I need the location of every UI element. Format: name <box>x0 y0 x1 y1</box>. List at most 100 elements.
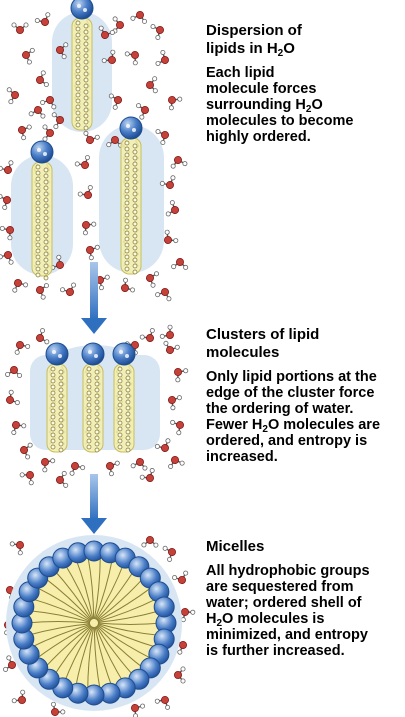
water-molecule-icon <box>69 462 86 476</box>
water-molecule-icon <box>174 666 186 684</box>
water-molecule-icon <box>6 87 19 105</box>
micelle-tail <box>30 623 91 649</box>
micelle <box>6 535 182 711</box>
water-molecule-icon <box>0 225 14 241</box>
lipid-headgroup-icon <box>119 116 143 140</box>
micelle-tail <box>93 626 101 691</box>
water-molecule-icon <box>159 175 176 189</box>
lipid-headgroup-icon <box>153 596 175 618</box>
caption-dispersion: Dispersion of lipids in H2O Each lipid m… <box>206 22 405 145</box>
water-molecule-icon <box>83 130 100 144</box>
down-arrow-icon <box>81 262 107 334</box>
water-molecule-icon <box>162 545 176 562</box>
water-molecule-icon <box>11 22 29 34</box>
lipid-tail <box>46 363 68 453</box>
water-molecule-icon <box>146 271 160 288</box>
caption-micelles-title: Micelles <box>206 538 265 555</box>
water-molecule-icon <box>36 70 49 88</box>
water-molecule-icon <box>36 283 49 300</box>
water-molecule-icon <box>146 76 158 94</box>
water-molecule-icon <box>77 185 93 199</box>
lipid-molecule <box>45 342 69 453</box>
lipid-molecule <box>30 140 54 281</box>
lipid-molecule <box>70 0 94 131</box>
caption-micelles: Micelles All hydrophobic groups are sequ… <box>206 538 405 659</box>
water-molecule-icon <box>11 421 27 436</box>
water-molecule-icon <box>171 258 189 270</box>
caption-dispersion-title: Dispersion of lipids in H2O <box>206 22 302 59</box>
down-arrow-icon <box>81 474 107 534</box>
water-molecules <box>0 11 196 717</box>
water-molecule-icon <box>172 570 189 584</box>
water-molecule-icon <box>155 49 169 66</box>
water-molecule-icon <box>106 460 120 477</box>
water-molecule-icon <box>28 106 46 119</box>
caption-micelles-body: All hydrophobic groups are sequestered f… <box>206 563 370 659</box>
water-molecule-icon <box>86 244 100 261</box>
micelle-tail <box>96 576 145 621</box>
micelle-tail <box>97 597 158 623</box>
water-molecule-icon <box>168 395 182 411</box>
water-molecule-icon <box>98 25 115 39</box>
water-molecule-icon <box>170 156 188 169</box>
water-molecule-icon <box>155 129 169 146</box>
micelle-tail <box>96 625 145 670</box>
water-molecule-icon <box>130 458 148 471</box>
water-molecule-icon <box>112 16 124 34</box>
water-molecule-icon <box>141 536 159 548</box>
micelle-tail <box>43 625 92 670</box>
lipid-headgroup-icon <box>30 140 54 164</box>
water-molecule-icon <box>170 419 184 436</box>
lipid-tail <box>31 161 53 277</box>
water-molecule-icon <box>19 471 34 486</box>
micelle-tail <box>35 624 91 660</box>
water-molecule-icon <box>18 124 32 141</box>
lipid-headgroup-icon <box>70 0 94 20</box>
caption-clusters: Clusters of lipid molecules Only lipid p… <box>206 326 405 465</box>
caption-dispersion-body: Each lipid molecule forces surrounding H… <box>206 65 354 145</box>
water-molecule-icon <box>155 288 172 302</box>
lipid-headgroup-icon <box>81 342 105 366</box>
water-molecule-icon <box>108 93 122 110</box>
water-molecule-icon <box>0 160 14 174</box>
water-molecule-icon <box>60 282 77 296</box>
water-molecule-icon <box>56 42 69 60</box>
water-molecule-icon <box>106 136 124 148</box>
water-molecule-icon <box>82 221 97 236</box>
water-molecule-icon <box>56 470 69 488</box>
water-molecule-icon <box>5 366 23 379</box>
micelle-tail <box>93 555 101 620</box>
water-molecule-icon <box>6 389 20 406</box>
lipid-molecule <box>119 116 143 275</box>
lipid-tail <box>120 137 142 275</box>
water-molecule-icon <box>51 112 64 130</box>
water-molecule-icon <box>124 51 139 66</box>
process-arrows <box>81 262 107 534</box>
water-molecule-icon <box>50 254 64 271</box>
lipid-molecule <box>81 342 105 453</box>
micelle-tail <box>43 576 92 621</box>
water-molecule-icon <box>154 438 171 452</box>
water-molecule-icon <box>3 655 16 672</box>
caption-clusters-body: Only lipid portions at the edge of the c… <box>206 369 381 465</box>
water-molecule-icon <box>40 96 57 110</box>
water-molecule-icon <box>139 328 155 342</box>
water-molecule-icon <box>12 279 29 293</box>
water-molecule-icon <box>74 155 90 169</box>
micelle-tail <box>87 626 95 691</box>
water-molecule-icon <box>139 467 155 482</box>
water-molecule-icon <box>154 696 171 710</box>
lipid-molecule <box>112 342 136 453</box>
lipid-molecules <box>30 0 143 453</box>
lipid-tail <box>71 17 93 131</box>
water-molecule-icon <box>163 340 180 354</box>
water-molecule-icon <box>41 458 56 473</box>
water-molecule-icon <box>34 12 51 26</box>
water-molecule-icon <box>36 328 50 345</box>
water-molecule-icon <box>136 103 149 120</box>
water-molecule-icon <box>0 193 11 210</box>
micelle-tail <box>97 624 153 660</box>
water-molecule-icon <box>168 96 183 111</box>
water-molecule-icon <box>0 251 14 265</box>
micelle-tail <box>30 597 91 623</box>
